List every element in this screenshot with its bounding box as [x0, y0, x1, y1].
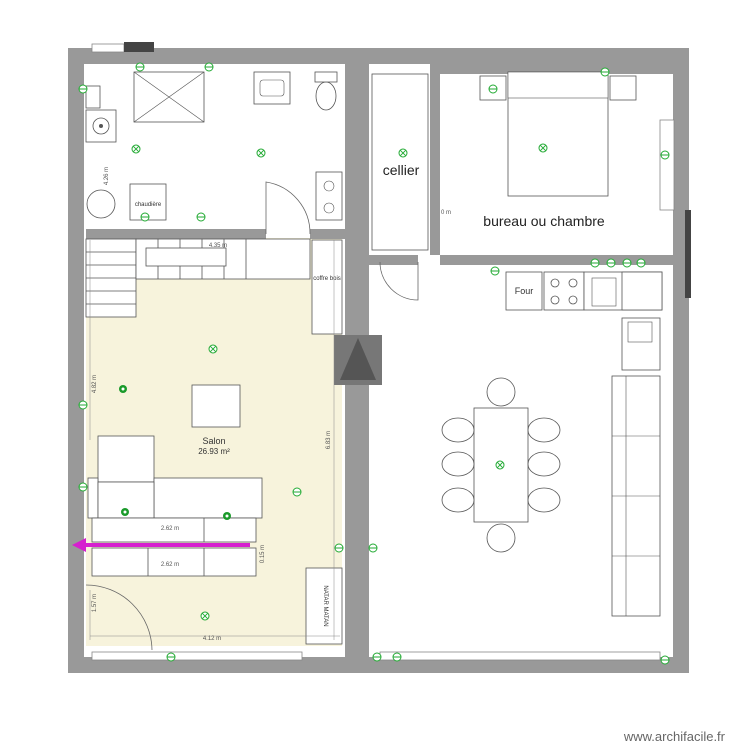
- walls: [68, 48, 689, 673]
- salon-area: 26.93 m²: [198, 447, 230, 456]
- dishwasher: [591, 277, 617, 307]
- cellier-label: cellier: [383, 162, 420, 178]
- dim-2-62-a: 2.62 m: [161, 526, 179, 532]
- dryer: [85, 85, 101, 109]
- staircase: [85, 238, 311, 318]
- dim-4-35: 4.35 m: [209, 243, 227, 249]
- salon-label: Salon: [202, 436, 225, 446]
- cellier-shelf: [371, 73, 429, 251]
- oven-label: Four: [515, 286, 534, 296]
- window-bottom-right: [379, 651, 661, 661]
- chaudiere-label: chaudière: [135, 202, 162, 208]
- chimney-flue: [124, 42, 154, 52]
- dim-4-12: 4.12 m: [203, 636, 221, 642]
- dim-2-62-b: 2.62 m: [161, 562, 179, 568]
- window-top: [91, 43, 125, 53]
- door-entry: [85, 584, 153, 651]
- entry-arrow: [72, 538, 250, 552]
- fridge: [621, 271, 663, 311]
- dim-4-82: 4.82 m: [92, 375, 98, 393]
- coffre-bois-label: coffre bois: [313, 276, 341, 282]
- water-heater: [86, 189, 116, 219]
- door-cellier: [379, 261, 419, 301]
- cooktop: [543, 271, 585, 311]
- nightstand-right: [609, 75, 637, 101]
- svg-text:NATAR MATAN: NATAR MATAN: [322, 585, 328, 626]
- dim-0-15: 0.15 m: [260, 545, 266, 563]
- dim-4-26: 4.26 m: [104, 167, 110, 185]
- washbasin: [253, 71, 291, 105]
- sink: [621, 317, 661, 371]
- dim-1-57: 1.57 m: [92, 594, 98, 612]
- window-right: [685, 210, 691, 298]
- coffee-table: [191, 384, 241, 428]
- watermark: www.archifacile.fr: [623, 729, 725, 744]
- oven: [505, 271, 543, 311]
- coffre-bois-box: [311, 239, 343, 335]
- toilet: [315, 81, 337, 111]
- dim-6-83: 6.83 m: [326, 431, 332, 449]
- window-bottom: [91, 651, 303, 661]
- door-bathroom: [265, 181, 311, 235]
- dim-0m: 0 m: [441, 210, 451, 216]
- sofa: [87, 435, 263, 577]
- cabinet-wc: [315, 171, 343, 221]
- window-right-frame: [659, 119, 675, 211]
- shoe-cabinet: [305, 567, 343, 645]
- bureau-label: bureau ou chambre: [483, 213, 605, 229]
- dining-chairs: [441, 377, 561, 553]
